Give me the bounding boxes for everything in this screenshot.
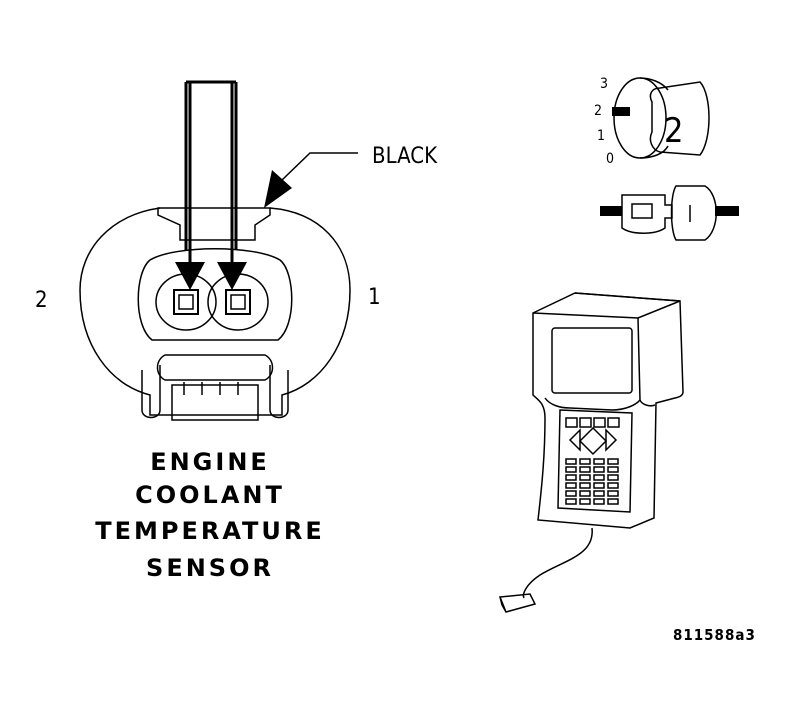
scan-tool-cable — [522, 527, 593, 599]
scan-tool-key — [607, 458, 619, 465]
ignition-key-side-view — [600, 185, 739, 241]
scan-tool-key — [593, 474, 605, 481]
scan-tool-screen — [551, 327, 633, 394]
pin-terminal-1 — [225, 289, 251, 315]
coolant-sensor-connector — [79, 207, 351, 421]
ignition-position-3: 3 — [600, 76, 608, 92]
pin-housing-outer — [137, 248, 293, 341]
scan-tool-key — [579, 466, 591, 473]
scan-tool-key — [565, 482, 577, 489]
wire-color-label: BLACK — [372, 144, 438, 169]
wire-conduit — [184, 80, 238, 250]
scan-tool-key — [607, 482, 619, 489]
scan-tool-icon — [498, 292, 684, 613]
caption-line-3: TEMPERATURE — [95, 517, 325, 545]
ignition-key-icon — [649, 81, 710, 156]
scan-tool-key — [565, 466, 577, 473]
caption-line-2: COOLANT — [135, 481, 285, 509]
pin-terminal-2 — [173, 289, 199, 315]
connector-latch — [156, 354, 274, 381]
caption-line-1: ENGINE — [150, 448, 270, 476]
scan-tool-keypad — [565, 417, 620, 505]
scan-tool-key — [565, 474, 577, 481]
scan-tool-key — [593, 482, 605, 489]
pin-cavity-right — [207, 273, 269, 331]
scan-tool-key — [593, 466, 605, 473]
scan-tool-key — [565, 490, 577, 497]
scan-tool-key — [607, 498, 619, 505]
connector-outer-shell — [79, 207, 351, 416]
scan-tool-key — [565, 458, 577, 465]
scan-tool-key — [607, 474, 619, 481]
black-wire-leader — [264, 152, 358, 208]
caption-line-4: SENSOR — [146, 554, 274, 582]
figure-id: 811588a3 — [673, 626, 756, 644]
probe-arrow-left — [175, 82, 205, 290]
connector-top-flange — [157, 207, 271, 241]
scan-tool-key — [579, 482, 591, 489]
probe-arrow-right — [217, 82, 247, 290]
scan-tool-key — [607, 466, 619, 473]
ignition-key-number: 2 — [664, 111, 683, 151]
ignition-switch-icon: 3 2 1 0 2 — [594, 76, 739, 241]
scan-tool-key — [579, 474, 591, 481]
scan-tool-key — [579, 458, 591, 465]
scan-tool-key — [593, 498, 605, 505]
scan-tool-key — [593, 458, 605, 465]
ignition-position-2: 2 — [594, 103, 602, 119]
scan-tool-key — [579, 498, 591, 505]
scan-tool-plug — [498, 593, 537, 613]
ignition-position-1: 1 — [597, 128, 605, 144]
component-caption: ENGINE COOLANT TEMPERATURE SENSOR — [95, 448, 325, 582]
scan-tool-key — [593, 490, 605, 497]
scan-tool-key — [565, 498, 577, 505]
pin-number-left: 2 — [35, 288, 48, 313]
scan-tool-key — [579, 490, 591, 497]
pin-number-right: 1 — [368, 285, 381, 310]
scan-tool-key — [607, 490, 619, 497]
ignition-position-0: 0 — [606, 151, 614, 167]
